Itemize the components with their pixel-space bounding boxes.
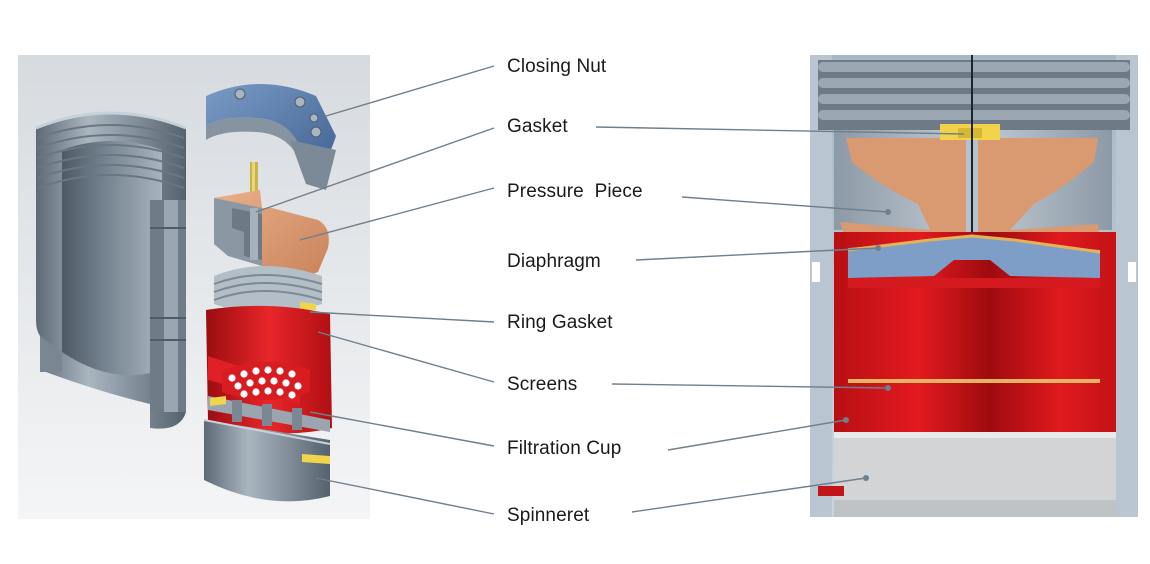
leader-screens-left bbox=[317, 331, 495, 383]
label-pressure-piece: Pressure Piece bbox=[507, 181, 643, 202]
label-closing-nut: Closing Nut bbox=[507, 56, 607, 77]
leader-screens-right bbox=[611, 383, 889, 389]
leader-pressure-piece-right bbox=[681, 196, 889, 213]
label-screens: Screens bbox=[507, 374, 578, 395]
diaphragm-section bbox=[847, 234, 1101, 254]
leader-filtration-cup-left bbox=[309, 411, 495, 447]
spinneret-part bbox=[203, 396, 331, 502]
leader-lines bbox=[255, 65, 965, 515]
housing-cylinder bbox=[35, 111, 187, 429]
leader-diaphragm-right bbox=[635, 247, 879, 261]
label-spinneret: Spinneret bbox=[507, 505, 590, 526]
leader-spinneret-left bbox=[315, 477, 495, 515]
screens-stack-part bbox=[213, 266, 323, 313]
cross-section-illustration bbox=[810, 55, 1138, 517]
label-diaphragm: Diaphragm bbox=[507, 251, 601, 272]
label-gasket: Gasket bbox=[507, 116, 568, 137]
leader-filtration-cup-right bbox=[667, 419, 847, 451]
leader-spinneret-right bbox=[631, 477, 867, 513]
label-filtration-cup: Filtration Cup bbox=[507, 438, 622, 459]
leader-pressure-piece-left bbox=[299, 187, 495, 241]
screens-section bbox=[848, 379, 1100, 383]
leader-gasket-right bbox=[595, 126, 965, 135]
label-ring-gasket: Ring Gasket bbox=[507, 312, 613, 333]
exploded-view-illustration bbox=[18, 55, 370, 519]
closing-nut-part bbox=[206, 84, 336, 190]
leader-dots bbox=[843, 209, 891, 481]
leader-gasket-left bbox=[255, 127, 495, 213]
pressure-piece-part bbox=[214, 162, 329, 280]
filtration-cup-part bbox=[206, 305, 332, 434]
leader-ring-gasket-left bbox=[309, 311, 495, 323]
leader-closing-nut-left bbox=[325, 65, 495, 117]
